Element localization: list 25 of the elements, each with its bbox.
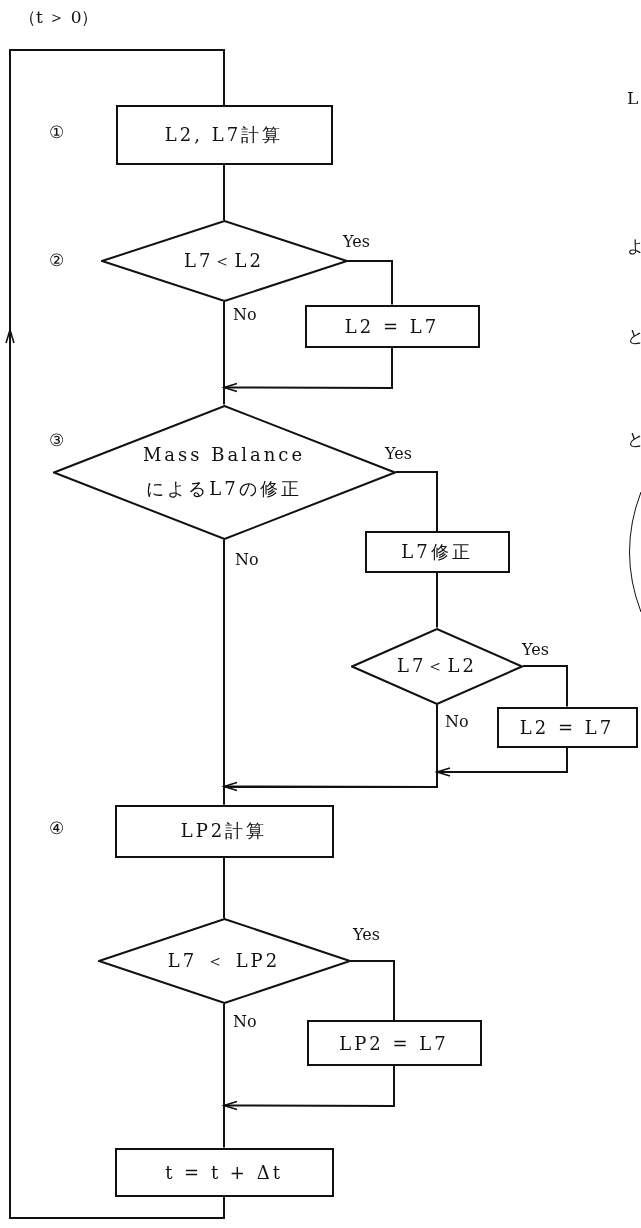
- process-box: LP2 = L7: [306, 1020, 482, 1066]
- process-box: LP2計算: [114, 804, 334, 858]
- decision-diamond: L7 ＜ LP2: [97, 918, 351, 1004]
- decision-diamond: L7＜L2: [351, 627, 523, 705]
- arrow: [221, 1065, 395, 1111]
- step-number: ①: [48, 122, 65, 142]
- connector-line: [346, 260, 393, 306]
- process-box: L2 = L7: [304, 304, 480, 348]
- connector-line: [223, 856, 225, 919]
- step-number: ②: [48, 250, 65, 270]
- process-box: L7修正: [364, 531, 510, 573]
- step-number: ④: [48, 818, 65, 838]
- arrow: [221, 346, 393, 393]
- process-box: L2, L7計算: [115, 105, 333, 165]
- connector-line: [394, 471, 438, 532]
- arrow: [221, 703, 438, 792]
- step-number: ③: [48, 430, 65, 450]
- process-box: L2 = L7: [496, 706, 638, 748]
- connector-line: [349, 960, 395, 1021]
- process-box: t = t + Δt: [114, 1147, 334, 1197]
- connector-line: [522, 665, 568, 708]
- connector-line: [223, 1003, 225, 1149]
- connector-line: [223, 164, 225, 221]
- connector-line: [436, 572, 438, 629]
- connector-line: [223, 301, 225, 406]
